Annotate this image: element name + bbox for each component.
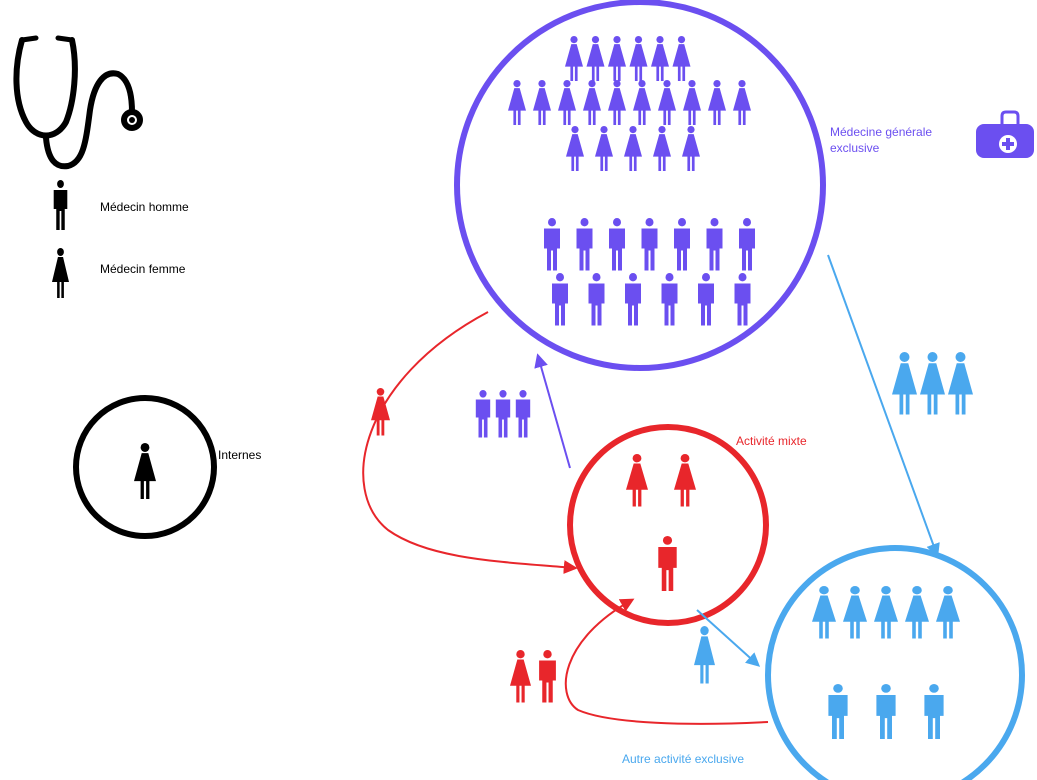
general-man-icon: [576, 218, 593, 271]
general-woman-icon: [583, 80, 601, 125]
other-activity-circle: [765, 545, 1025, 780]
general-woman-icon: [651, 36, 669, 81]
flow-woman-icon: [510, 650, 531, 703]
general-label-line2: exclusive: [830, 141, 880, 155]
general-man-icon: [698, 273, 714, 326]
flow-woman-icon: [920, 352, 945, 415]
legend-man-label: Médecin homme: [100, 200, 189, 214]
flow-man-icon: [475, 390, 491, 438]
general-man-icon: [734, 273, 751, 326]
general-man-icon: [544, 218, 560, 271]
other-man-icon: [828, 684, 848, 739]
general-woman-icon: [708, 80, 726, 125]
general-woman-icon: [558, 80, 576, 125]
mixed-man-icon: [658, 536, 677, 591]
general-woman-icon: [566, 126, 584, 171]
general-woman-icon: [608, 36, 626, 81]
general-woman-icon: [565, 36, 583, 81]
other-woman-icon: [905, 586, 929, 639]
flow-man-icon: [515, 390, 531, 438]
general-woman-icon: [595, 126, 613, 171]
interns-circle: [73, 395, 217, 539]
general-woman-icon: [586, 36, 605, 81]
general-man-icon: [552, 273, 568, 326]
mixed-woman-icon: [674, 454, 696, 507]
flow-arrow-mixed-to-other: [696, 609, 761, 667]
general-man-icon: [674, 218, 690, 271]
flow-arrow-general-to-mixed: [362, 311, 578, 575]
legend-woman-icon: [52, 248, 69, 298]
general-man-icon: [588, 273, 605, 326]
general-woman-icon: [653, 126, 671, 171]
general-woman-icon: [608, 80, 626, 125]
general-man-icon: [641, 218, 658, 271]
general-man-icon: [739, 218, 755, 271]
general-label-line1: Médecine générale: [830, 125, 932, 139]
interns-label: Internes: [218, 448, 261, 462]
flow-man-icon: [539, 650, 556, 703]
flow-man-icon: [495, 390, 511, 438]
general-woman-icon: [733, 80, 751, 125]
legend-man-icon: [53, 180, 68, 230]
general-man-icon: [625, 273, 641, 326]
general-woman-icon: [672, 36, 691, 81]
other-man-icon: [876, 684, 896, 739]
flow-arrow-other-to-mixed: [564, 598, 769, 725]
other-man-icon: [924, 684, 944, 739]
general-practice-circle: [454, 0, 826, 371]
legend-woman-label: Médecin femme: [100, 262, 186, 276]
other-label: Autre activité exclusive: [622, 752, 744, 766]
intern-woman-icon: [134, 443, 156, 499]
general-woman-icon: [682, 126, 700, 171]
other-woman-icon: [874, 586, 898, 639]
general-woman-icon: [508, 80, 526, 125]
general-woman-icon: [629, 36, 648, 81]
mixed-activity-circle: [567, 424, 769, 626]
other-woman-icon: [936, 586, 960, 639]
general-man-icon: [706, 218, 723, 271]
flow-woman-icon: [948, 352, 973, 415]
flow-woman-icon: [892, 352, 917, 415]
flow-arrow-mixed-to-general: [534, 353, 571, 469]
general-man-icon: [661, 273, 678, 326]
medical-bag-icon: [976, 110, 1034, 158]
general-woman-icon: [658, 80, 676, 125]
flow-woman-icon: [371, 388, 390, 436]
flow-arrow-general-to-other: [827, 254, 940, 558]
other-woman-icon: [843, 586, 867, 639]
mixed-woman-icon: [626, 454, 648, 507]
general-woman-icon: [683, 80, 701, 125]
stethoscope-icon: [13, 35, 143, 170]
general-woman-icon: [533, 80, 551, 125]
stethoscope-chest-piece: [129, 117, 135, 123]
flow-woman-icon: [694, 626, 715, 684]
general-woman-icon: [633, 80, 651, 125]
general-woman-icon: [624, 126, 642, 171]
other-woman-icon: [812, 586, 836, 639]
mixed-label: Activité mixte: [736, 434, 807, 448]
general-man-icon: [609, 218, 625, 271]
